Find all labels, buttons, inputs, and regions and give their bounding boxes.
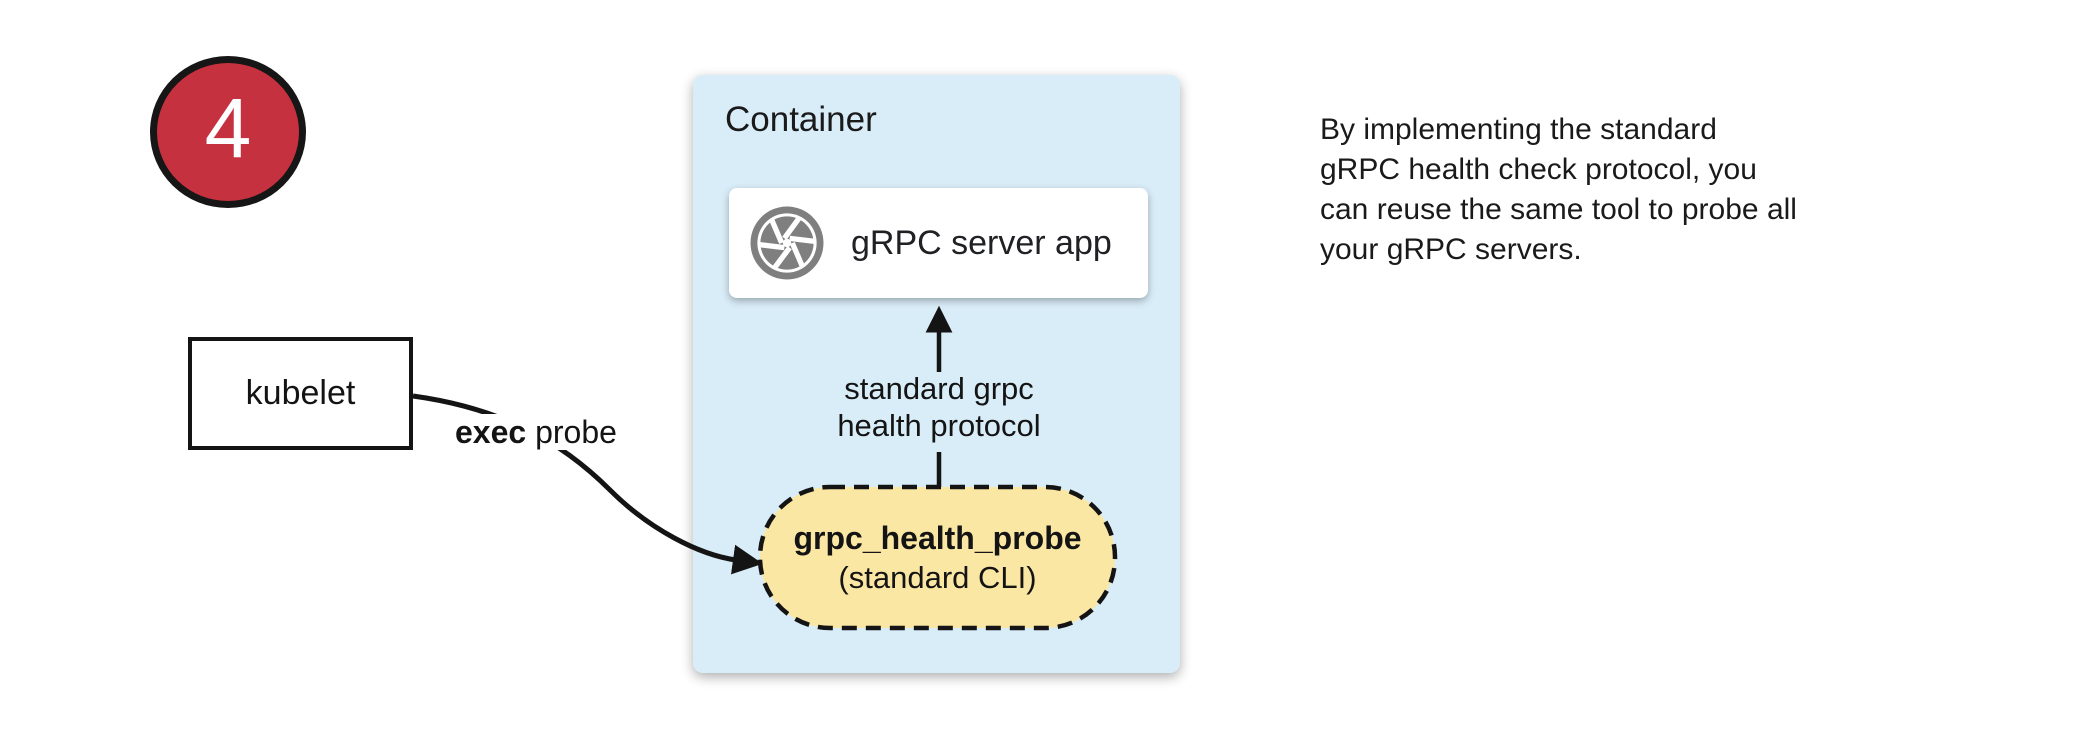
exec-probe-label-rest: probe [526, 414, 617, 450]
health-protocol-label: standard grpc health protocol [837, 371, 1041, 443]
container-label: Container [725, 100, 877, 139]
probe-pill-text: grpc_health_probe (standard CLI) [760, 487, 1115, 628]
kubelet-label: kubelet [245, 374, 356, 412]
step-number: 4 [204, 81, 252, 175]
probe-pill-subtitle: (standard CLI) [838, 559, 1037, 595]
step-badge: 4 [150, 56, 306, 208]
exec-probe-label-bold: exec [455, 414, 527, 450]
grpc-server-app-label: gRPC server app [851, 223, 1112, 262]
exec-probe-label: exec probe [452, 414, 620, 450]
aperture-icon [749, 205, 825, 281]
kubelet-box: kubelet [188, 337, 413, 450]
side-note: By implementing the standard gRPC health… [1320, 113, 1797, 266]
grpc-server-app-box: gRPC server app [729, 188, 1148, 298]
probe-pill-title: grpc_health_probe [793, 519, 1082, 556]
